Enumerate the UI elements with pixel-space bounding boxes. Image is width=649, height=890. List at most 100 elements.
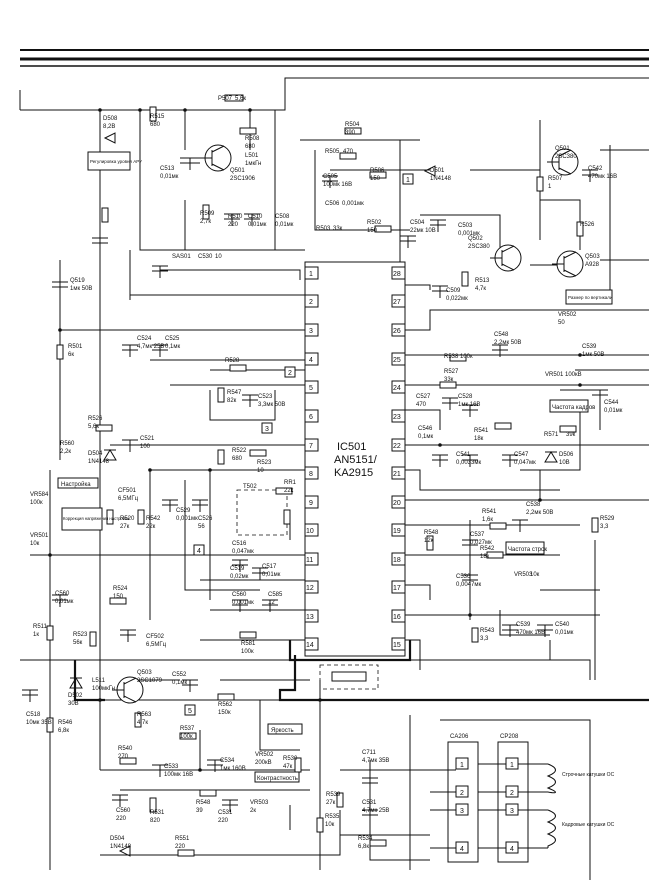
component-id: C560 (232, 592, 247, 598)
component-id: R511 (33, 624, 48, 630)
component-id: Q502 (468, 236, 483, 242)
component-value: 6,8к (58, 728, 69, 734)
pin-label: 3 (510, 808, 514, 815)
component-value: 0,001мк (176, 516, 198, 522)
hfreq-callout: Частота строк (508, 547, 547, 553)
component-value: 6,5МГц (146, 642, 167, 648)
pin-label: 5 (309, 385, 313, 392)
component-id: C537 (470, 532, 485, 538)
component-id: R571 (544, 432, 559, 438)
component-id: R526 (88, 416, 103, 422)
component-id: T502 (243, 484, 257, 490)
component-value: 470 (416, 402, 427, 408)
component-value: 3,3 (600, 524, 609, 530)
pin-label: 10 (306, 528, 314, 535)
component-id: VR584 (30, 492, 49, 498)
component-id: R541 (474, 428, 489, 434)
pin-label: 3 (309, 328, 313, 335)
component-value: 10к (530, 572, 540, 578)
component-value: 0,001мк (342, 201, 364, 207)
component-value: 12к (424, 538, 434, 544)
component-id: R523 (257, 460, 272, 466)
component-value: 4,7мк 35В (362, 758, 389, 764)
component-id: C509 (446, 288, 461, 294)
component-id: R542 (480, 546, 495, 552)
component-value: 22к (146, 524, 156, 530)
tuning-callout: Настройка (61, 481, 91, 488)
coil-v-label: Кадровые катушки ОС (562, 822, 615, 828)
component-value: 1 (548, 184, 552, 190)
component-id: P507 (218, 96, 233, 102)
component-value: 39к (566, 432, 576, 438)
component-value: 0,047мк (232, 549, 254, 555)
pin-label: 1 (460, 762, 464, 769)
component-id: C560 (116, 808, 131, 814)
component-id: R513 (475, 278, 490, 284)
component-value: 470 (343, 149, 354, 155)
component-id: C541 (456, 452, 471, 458)
component-id: R541 (482, 509, 497, 515)
component-id: VR501 (545, 372, 564, 378)
component-value: 820 (150, 818, 161, 824)
component-value: 2SC380 (555, 154, 577, 160)
component-value: 270 (118, 754, 129, 760)
pin-label: 23 (393, 414, 401, 421)
component-value: 0,1мк (418, 434, 433, 440)
component-value: 680 (232, 456, 243, 462)
pin-label: 21 (393, 471, 401, 478)
component-id: D502 (68, 693, 83, 699)
component-id: C505 (323, 174, 338, 180)
component-value: 10 (215, 254, 222, 260)
pin-label: 11 (306, 557, 313, 564)
component-value: 6,8к (358, 844, 369, 850)
component-id: C552 (172, 672, 187, 678)
component-id: R526 (580, 222, 595, 228)
component-value: 10 (257, 468, 264, 474)
junctions (48, 108, 582, 772)
component-value: 27к (120, 524, 130, 530)
component-id: R542 (146, 516, 161, 522)
component-id: Q501 (555, 146, 570, 152)
marker-label: 5 (188, 708, 192, 715)
component-id: VR503 (514, 572, 533, 578)
component-value: 10мк 35В (26, 720, 52, 726)
component-value: 33к (444, 377, 454, 383)
pin-label: 15 (393, 642, 401, 649)
resistors (46, 94, 599, 857)
pin-label: 1 (309, 271, 313, 278)
component-id: R527 (444, 369, 459, 375)
component-value: 470мк 16В (516, 630, 545, 636)
component-id: R515 (150, 114, 165, 120)
pin-label: 1 (510, 762, 514, 769)
component-value: 0,02мк (230, 574, 249, 580)
component-value: 1мк 160В (220, 766, 246, 772)
t502-outline (236, 489, 288, 536)
component-id: R508 (245, 136, 260, 142)
component-value: 0,01мк (160, 174, 179, 180)
component-value: 0,01мк (55, 599, 74, 605)
component-value: 220 (218, 818, 229, 824)
component-id: R534 (358, 836, 373, 842)
pin-label: 12 (306, 585, 314, 592)
component-value: 3,3мк 50В (258, 402, 285, 408)
component-value: 1мк 16В (458, 402, 480, 408)
component-value: 50 (558, 320, 565, 326)
component-value: 0,01мк (262, 572, 281, 578)
marker-label: 3 (265, 426, 269, 433)
component-id: C585 (268, 592, 283, 598)
component-value: 30В (68, 701, 79, 707)
component-value: 0,0033мк (456, 460, 481, 466)
component-id: C518 (26, 712, 41, 718)
marker-label: 4 (197, 548, 201, 555)
pin-label: 20 (393, 500, 401, 507)
component-id: C519 (230, 566, 245, 572)
pin-label: 9 (309, 500, 313, 507)
component-id: C513 (160, 166, 175, 172)
component-value: 8,2В (103, 124, 115, 130)
component-value: 0,0047мк (456, 582, 481, 588)
component-value: 150к (218, 710, 231, 716)
component-value: 0,01мк (604, 408, 623, 414)
component-value: 3,3 (480, 636, 489, 642)
pin-label: 14 (306, 642, 314, 649)
component-value: 22к (284, 488, 294, 494)
